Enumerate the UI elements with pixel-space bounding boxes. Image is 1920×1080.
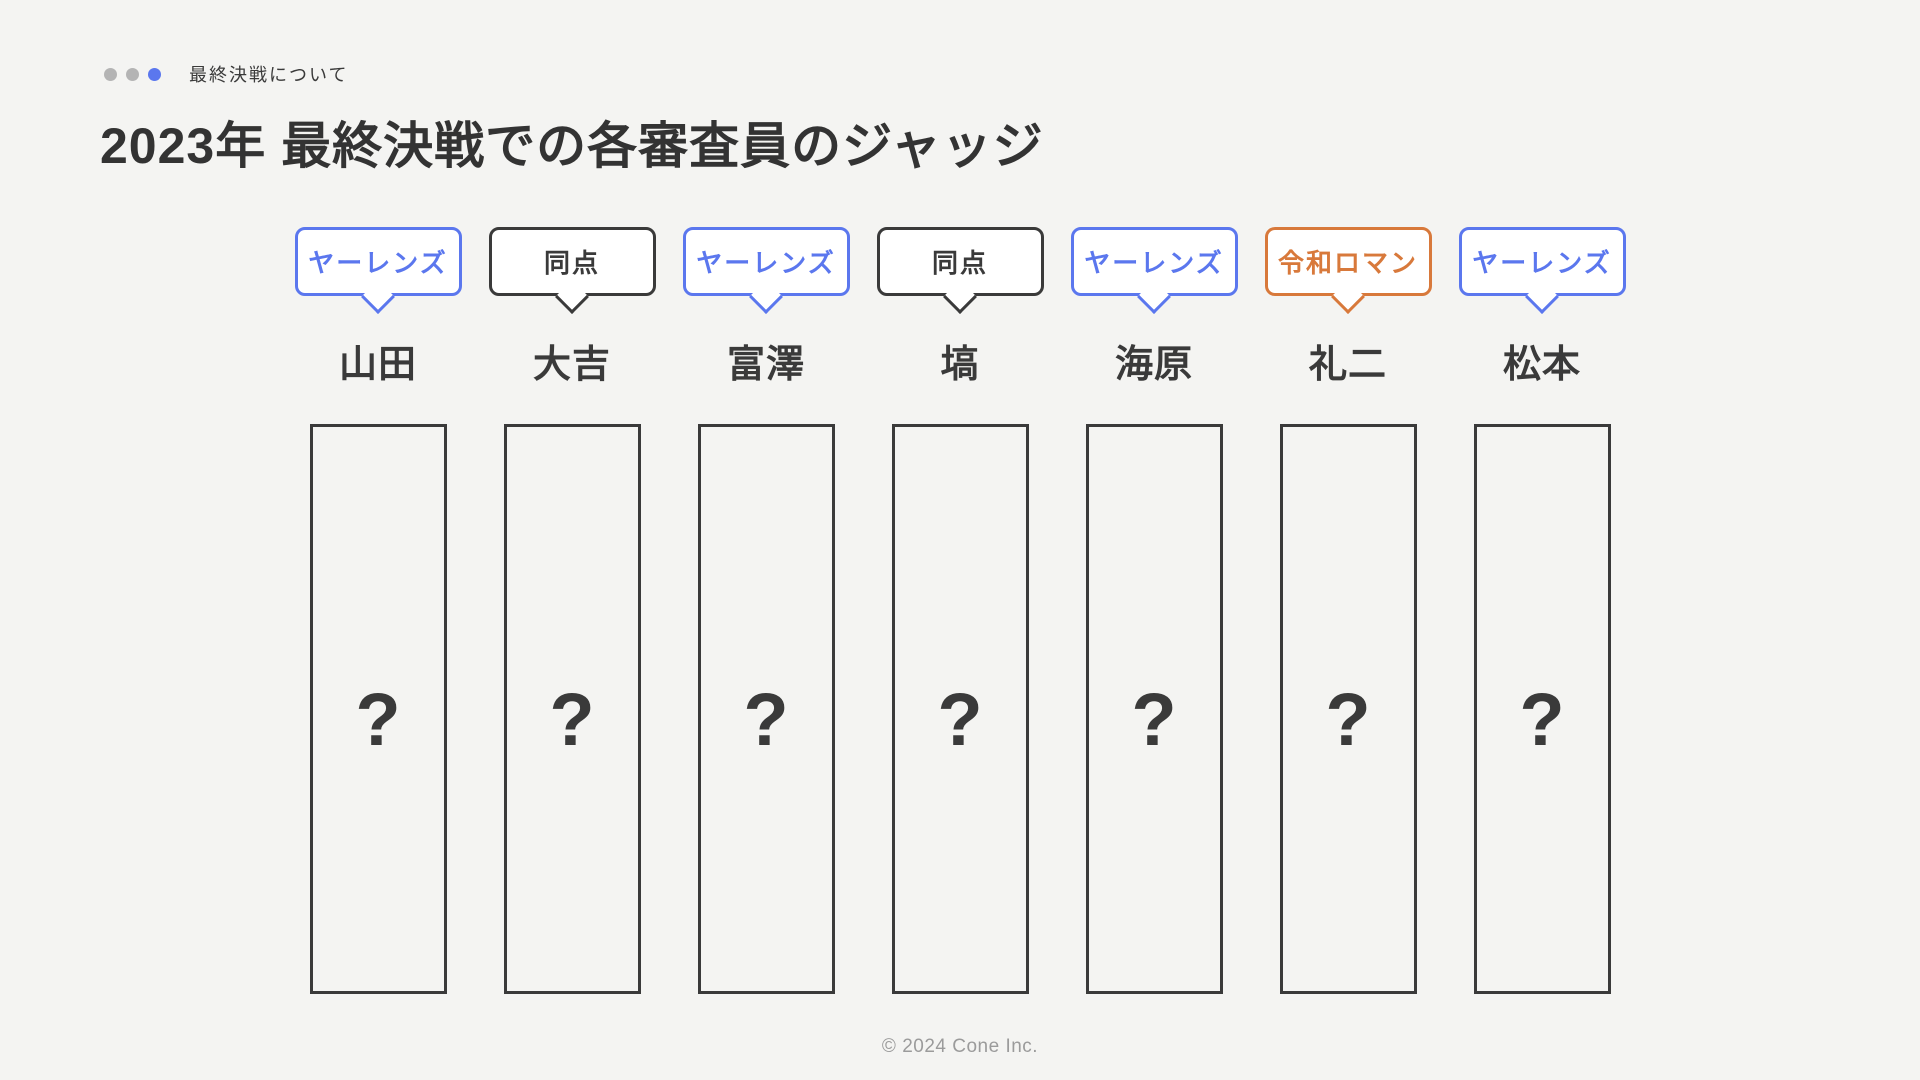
section-label: 最終決戦について xyxy=(189,65,349,85)
result-box: ? xyxy=(1085,423,1223,994)
judge-column-yamada: ヤーレンズ 山田 ? xyxy=(281,227,475,994)
judge-column-tomizawa: ヤーレンズ 富澤 ? xyxy=(669,227,863,994)
result-box: ? xyxy=(309,423,447,994)
judge-name: 松本 xyxy=(1502,344,1581,386)
section-dots xyxy=(104,67,161,81)
hidden-result: ? xyxy=(355,678,401,761)
vote-label: ヤーレンズ xyxy=(1472,248,1612,278)
result-box: ? xyxy=(1279,423,1417,994)
vote-label: 同点 xyxy=(931,248,988,278)
bubble-tail-icon xyxy=(555,280,589,314)
result-box: ? xyxy=(891,423,1029,994)
vote-label: 令和ロマン xyxy=(1277,248,1418,278)
judge-column-unabara: ヤーレンズ 海原 ? xyxy=(1057,227,1251,994)
bubble-tail-icon xyxy=(943,280,977,314)
judge-name: 大吉 xyxy=(532,344,611,386)
vote-label: ヤーレンズ xyxy=(696,248,836,278)
result-box: ? xyxy=(697,423,835,994)
vote-label: ヤーレンズ xyxy=(308,248,448,278)
progress-dot-2 xyxy=(126,67,139,81)
judge-column-hanawa: 同点 塙 ? xyxy=(863,227,1057,994)
slide-header: 最終決戦について xyxy=(104,61,348,87)
bubble-tail-icon xyxy=(749,280,783,314)
bubble-tail-icon xyxy=(1331,280,1365,314)
vote-bubble: 同点 xyxy=(488,227,656,314)
vote-bubble: ヤーレンズ xyxy=(294,227,462,314)
vote-label: 同点 xyxy=(543,248,600,278)
hidden-result: ? xyxy=(549,678,595,761)
result-box: ? xyxy=(503,423,641,994)
progress-dot-3-active xyxy=(148,67,161,81)
judge-name: 礼二 xyxy=(1308,344,1387,386)
hidden-result: ? xyxy=(1519,678,1565,761)
bubble-tail-icon xyxy=(1137,280,1171,314)
copyright: © 2024 Cone Inc. xyxy=(881,1036,1039,1057)
judge-column-matsumoto: ヤーレンズ 松本 ? xyxy=(1445,227,1639,994)
bubble-tail-icon xyxy=(1525,280,1559,314)
vote-bubble: ヤーレンズ xyxy=(1458,227,1626,314)
vote-bubble: ヤーレンズ xyxy=(682,227,850,314)
judge-name: 海原 xyxy=(1114,344,1193,386)
hidden-result: ? xyxy=(937,678,983,761)
vote-bubble: 同点 xyxy=(876,227,1044,314)
vote-bubble: ヤーレンズ xyxy=(1070,227,1238,314)
hidden-result: ? xyxy=(743,678,789,761)
hidden-result: ? xyxy=(1325,678,1371,761)
judge-column-daikichi: 同点 大吉 ? xyxy=(475,227,669,994)
judge-name: 富澤 xyxy=(726,344,805,386)
judges-row: ヤーレンズ 山田 ? 同点 大吉 ? ヤーレンズ 富澤 xyxy=(281,227,1639,994)
footer: © 2024 Cone Inc. xyxy=(0,1036,1920,1058)
judge-name: 塙 xyxy=(940,344,980,386)
bubble-tail-icon xyxy=(361,280,395,314)
vote-bubble: 令和ロマン xyxy=(1264,227,1432,314)
progress-dot-1 xyxy=(104,67,117,81)
hidden-result: ? xyxy=(1131,678,1177,761)
result-box: ? xyxy=(1473,423,1611,994)
page-title: 2023年 最終決戦での各審査員のジャッジ xyxy=(100,118,1044,174)
judge-column-reiji: 令和ロマン 礼二 ? xyxy=(1251,227,1445,994)
judge-name: 山田 xyxy=(338,344,417,386)
vote-label: ヤーレンズ xyxy=(1084,248,1224,278)
